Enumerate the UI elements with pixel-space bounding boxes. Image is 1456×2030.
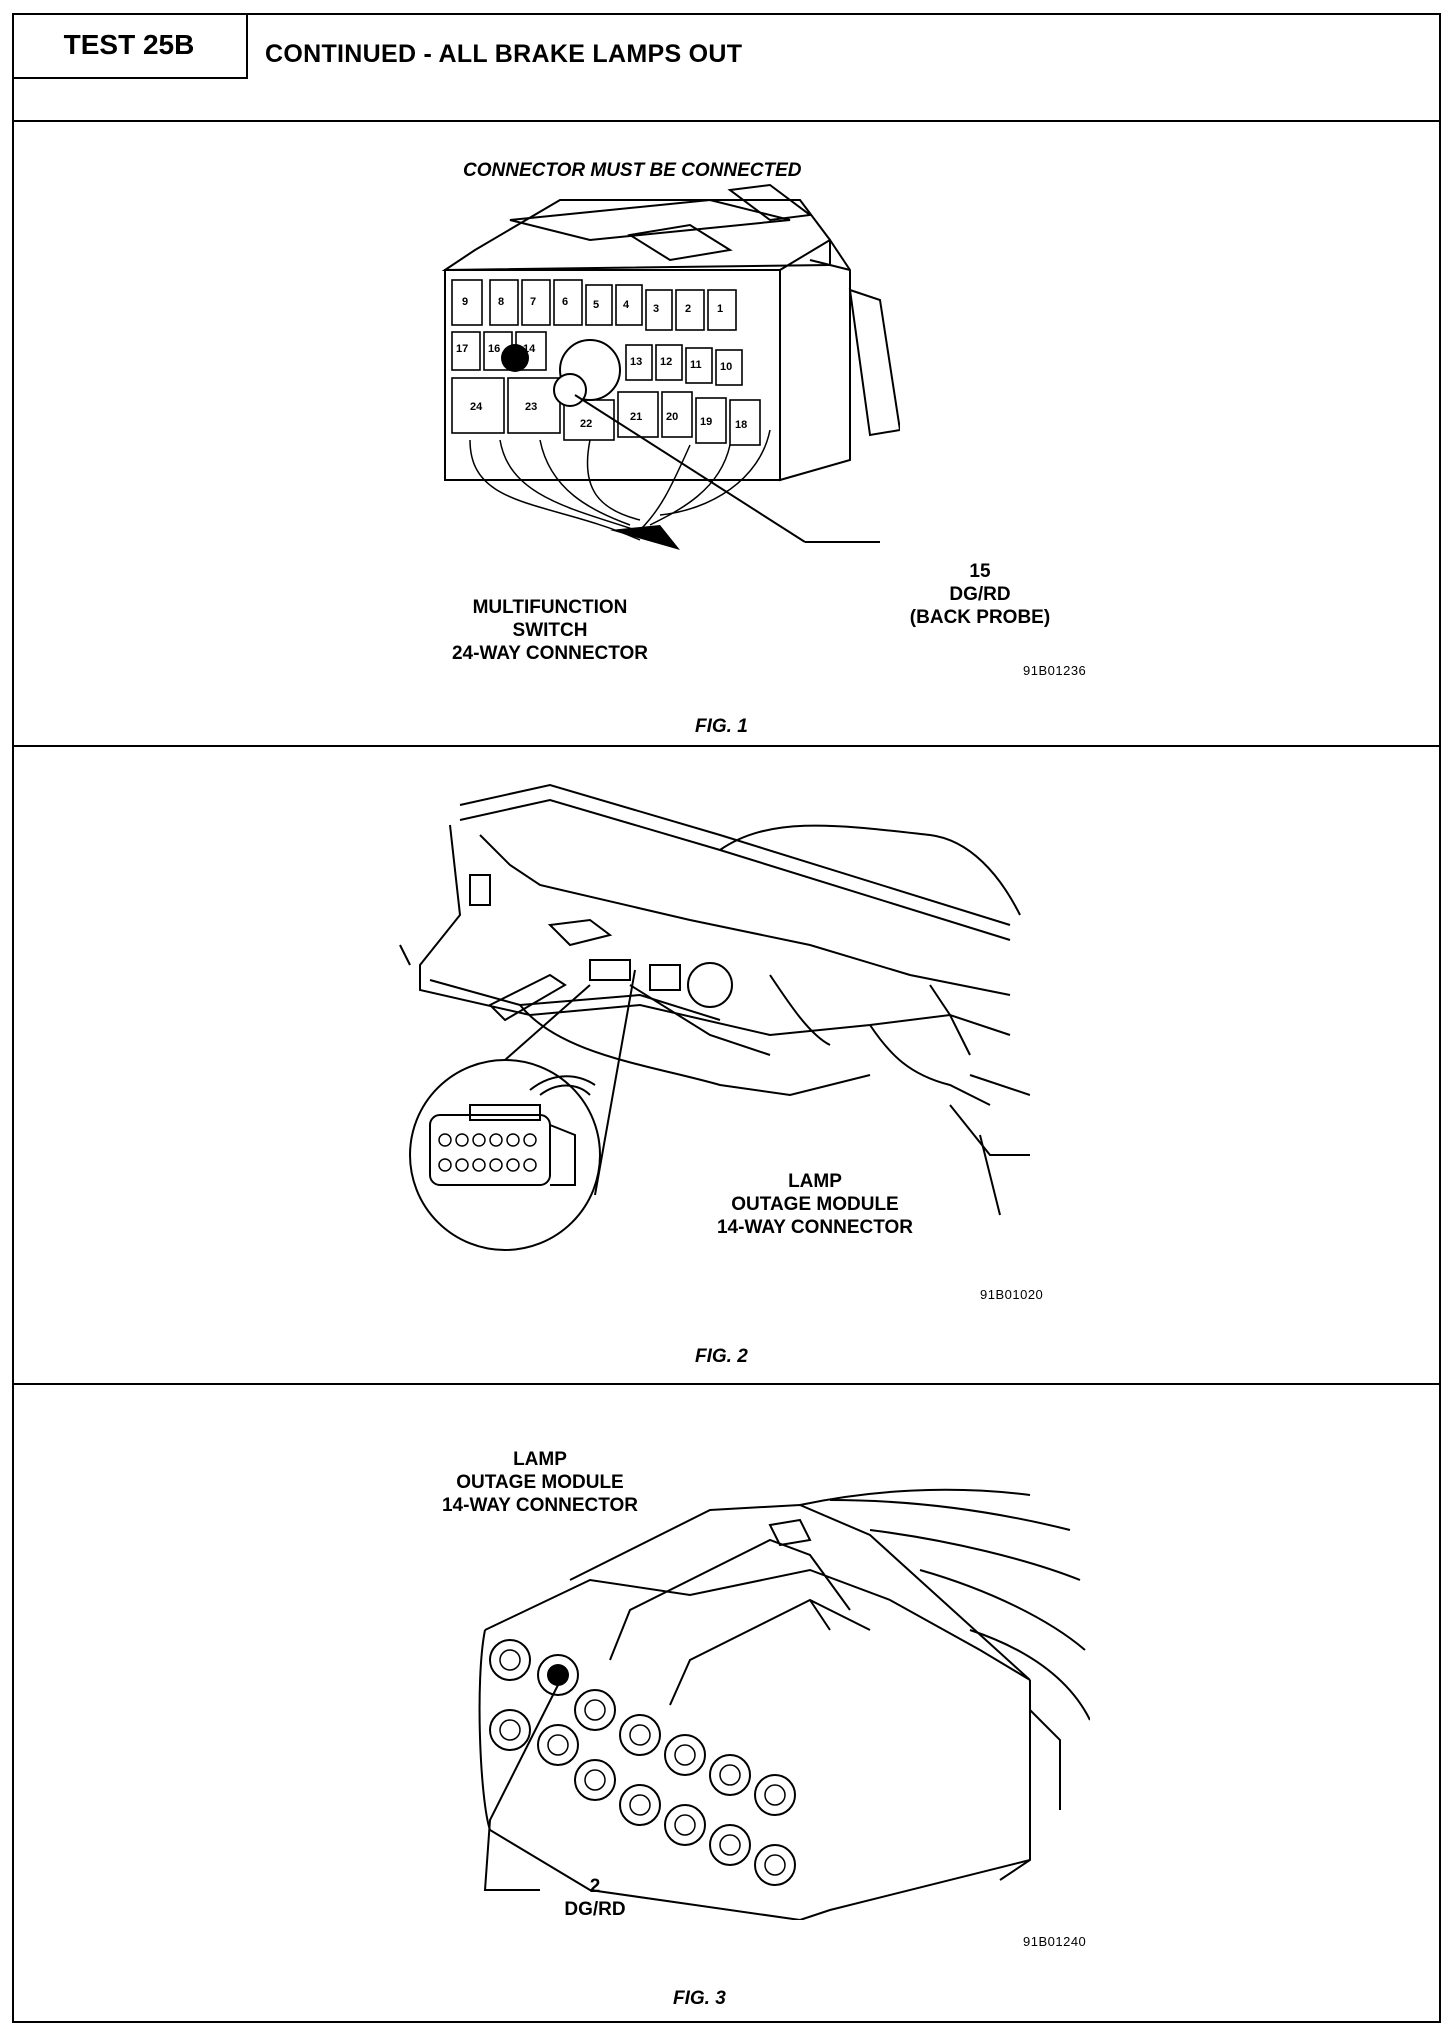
fig1-label-line: SWITCH: [512, 620, 588, 641]
fig2-divider: [12, 1383, 1441, 1385]
fig2-code: 91B01020: [980, 1287, 1044, 1302]
pin-label: 18: [735, 419, 747, 431]
pin-label: 4: [623, 299, 630, 311]
pin-label: 9: [462, 296, 468, 308]
lamp-module-connector-illustration: [478, 1488, 1090, 1920]
fig3-label-line: OUTAGE MODULE: [456, 1472, 624, 1493]
pin-label: 5: [593, 299, 599, 311]
fig1-code: 91B01236: [1023, 663, 1087, 678]
pin-label: 16: [488, 343, 500, 355]
pin-label: 7: [530, 296, 536, 308]
pin-label: 13: [630, 356, 642, 368]
fig1-divider: [12, 745, 1441, 747]
fig2-label-line: OUTAGE MODULE: [731, 1194, 899, 1215]
fig3-code: 91B01240: [1023, 1934, 1087, 1949]
pin-label: 24: [470, 401, 483, 413]
pin-label: 1: [717, 303, 723, 315]
pin-label: 10: [720, 361, 732, 373]
fig1-callout: 15 DG/RD (BACK PROBE): [880, 560, 1080, 629]
pin-grid: [451, 279, 761, 446]
fig2-caption: FIG. 2: [695, 1346, 748, 1367]
pin-label: 2: [685, 303, 691, 315]
pin-label: 22: [580, 418, 592, 430]
pin-label: 14: [523, 343, 536, 355]
fig1-label: MULTIFUNCTION SWITCH 24-WAY CONNECTOR: [420, 596, 680, 665]
dashboard-illustration: [399, 783, 1030, 1251]
test-id: TEST 25B: [12, 13, 248, 79]
pin-label: 6: [562, 296, 568, 308]
header-divider: [12, 120, 1441, 122]
fig3-caption: FIG. 3: [673, 1988, 726, 2009]
fig3-label-line: LAMP: [513, 1449, 567, 1470]
pin-numbers: 9 8 7 6 5 4 3 2 1 17 16 14 13 12 11 10 2…: [456, 296, 747, 431]
fig1-label-line: MULTIFUNCTION: [472, 597, 628, 618]
fig2-label-line: LAMP: [788, 1171, 842, 1192]
pin-label: 21: [630, 411, 642, 423]
fig3-callout: 2 DG/RD: [555, 1875, 635, 1921]
fig1-caption: FIG. 1: [695, 716, 748, 737]
fig3-callout-pin: 2: [589, 1876, 601, 1897]
pin-label: 20: [666, 411, 678, 423]
fig2-label-line: 14-WAY CONNECTOR: [716, 1217, 914, 1238]
pin-label: 19: [700, 416, 712, 428]
pin-label: 23: [525, 401, 537, 413]
fig3-callout-wire: DG/RD: [564, 1899, 626, 1920]
fig1-callout-wire: DG/RD: [949, 584, 1011, 605]
fig3-label: LAMP OUTAGE MODULE 14-WAY CONNECTOR: [410, 1448, 670, 1517]
fig1-callout-action: (BACK PROBE): [909, 607, 1051, 628]
page-title: CONTINUED - ALL BRAKE LAMPS OUT: [265, 40, 743, 68]
multifunction-connector-illustration: 9 8 7 6 5 4 3 2 1 17 16 14 13 12 11 10 2…: [441, 183, 900, 550]
fig1-note: CONNECTOR MUST BE CONNECTED: [463, 160, 802, 181]
fig1-label-line: 24-WAY CONNECTOR: [451, 643, 649, 664]
fig1-callout-pin: 15: [969, 561, 991, 582]
pin-label: 17: [456, 343, 468, 355]
pin-label: 11: [690, 359, 702, 371]
pin-label: 12: [660, 356, 672, 368]
page-frame: [12, 13, 1441, 2023]
fig3-label-line: 14-WAY CONNECTOR: [441, 1495, 639, 1516]
pin-label: 3: [653, 303, 659, 315]
fig2-label: LAMP OUTAGE MODULE 14-WAY CONNECTOR: [690, 1170, 940, 1239]
pin-label: 8: [498, 296, 504, 308]
